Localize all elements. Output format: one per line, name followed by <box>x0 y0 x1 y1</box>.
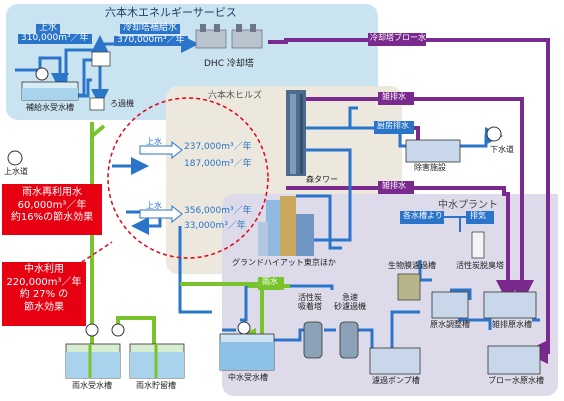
rain-reuse-callout: 雨水再利用水 60,000m³／年 約16%の節水効果 <box>2 184 102 235</box>
rain-receive-tank-icon <box>65 343 121 379</box>
carbon-tower-label: 活性炭 吸着塔 <box>298 293 322 311</box>
cooling-supply-box <box>91 51 111 67</box>
blow-raw-tank-icon <box>487 345 541 375</box>
hotel-buildings-icon <box>258 196 314 256</box>
exhaust-label: 排気 <box>470 211 486 220</box>
make-up-tank-icon <box>21 81 79 101</box>
sewer-left-label: 上水道 <box>4 167 28 176</box>
misc-drain-pipe-label-2: 雑排水 <box>382 181 406 190</box>
blow-raw-label: ブロー水原水槽 <box>488 376 544 385</box>
rain-receive-label: 雨水受水槽 <box>72 381 112 390</box>
energy-water-in-label: 上水 <box>36 23 61 34</box>
make-up-tank-label: 補給水受水槽 <box>26 103 74 112</box>
grey-tank-label: 中水受水槽 <box>228 373 268 382</box>
sewer-right-label: 下水道 <box>490 145 514 154</box>
deodorize-tower-icon <box>471 231 485 259</box>
deodorize-label: 活性炭脱臭塔 <box>456 261 504 270</box>
bio-filter-icon <box>397 273 421 301</box>
grey-water-callout: 中水利用 220,000m³／年 約 27% の 節水効果 <box>2 262 86 326</box>
rain-callout-line-2: 60,000m³／年 <box>17 199 87 211</box>
misc-drain-pipe-label-1: 雑排水 <box>382 92 406 101</box>
hotel-reuse-volume: 33,000m³／年 <box>184 221 246 231</box>
hills-zone-title: 六本木ヒルズ <box>208 91 263 101</box>
rain-storage-label: 雨水貯留槽 <box>136 381 176 390</box>
cooling-blow-pipe-label: 冷却塔ブロー水 <box>370 33 426 42</box>
carbon-tower-icon <box>303 321 323 359</box>
pump-tank-icon <box>369 347 421 375</box>
highlight-circle <box>107 97 269 259</box>
filter-machine-icon <box>89 97 105 111</box>
cooling-blow-label-bg <box>368 33 426 46</box>
kitchen-drain-pipe-label: 厨房排水 <box>377 121 409 130</box>
energy-zone-title: 六本木エネルギーサービス <box>105 6 237 19</box>
hotel-water-in-label: 上水 <box>146 201 162 210</box>
hotel-water-in-volume: 356,000m³／年 <box>184 206 252 216</box>
mori-tower-icon <box>286 90 306 176</box>
mori-tower-label: 森タワー <box>306 175 338 184</box>
sand-filter-label: 急速 砂濾過機 <box>334 293 366 311</box>
tower-water-in-volume: 237,000m³／年 <box>184 142 252 152</box>
pump-tank-label: 濾過ポンプ槽 <box>372 376 420 385</box>
rain-callout-line-1: 雨水再利用水 <box>22 187 82 198</box>
grey-callout-line-2: 220,000m³／年 <box>6 276 82 288</box>
misc-raw-tank-icon <box>483 291 537 319</box>
sand-filter-icon <box>339 321 359 359</box>
from-tank-label: 各水槽より <box>403 211 443 220</box>
hotel-label: グランドハイアット東京ほか <box>232 258 336 267</box>
bio-filter-label: 生物膜濾過槽 <box>388 261 436 270</box>
tower-reuse-volume: 187,000m³／年 <box>184 159 252 169</box>
grey-callout-line-1: 中水利用 <box>24 264 64 275</box>
removal-facility-icon <box>405 139 461 163</box>
cooling-supply-label: 冷却塔補給水 <box>120 23 181 34</box>
dhc-label: DHC 冷却塔 <box>204 59 254 69</box>
energy-water-in-volume: 310,000m³／年 <box>18 33 92 44</box>
cooling-supply-volume: 370,000m³／年 <box>114 35 188 46</box>
rain-callout-line-3: 約16%の節水効果 <box>10 212 94 223</box>
removal-facility-label: 除害施設 <box>414 163 446 172</box>
rainwater-pipe-label: 雨水 <box>262 277 278 286</box>
grey-callout-line-3: 約 27% の <box>19 289 69 300</box>
tower-water-in-label: 上水 <box>146 137 162 146</box>
raw-adjust-label: 原水調整槽 <box>430 320 470 329</box>
plant-zone-title: 中水プラント <box>438 200 498 211</box>
misc-raw-label: 雑排原水槽 <box>492 320 532 329</box>
raw-adjust-tank-icon <box>431 291 469 319</box>
white-arrows <box>139 140 183 224</box>
filter-label: ろ過機 <box>110 99 134 108</box>
grey-callout-line-4: 節水効果 <box>24 301 64 313</box>
cooling-tower-icon <box>195 24 263 49</box>
grey-water-tank-icon <box>219 333 275 371</box>
